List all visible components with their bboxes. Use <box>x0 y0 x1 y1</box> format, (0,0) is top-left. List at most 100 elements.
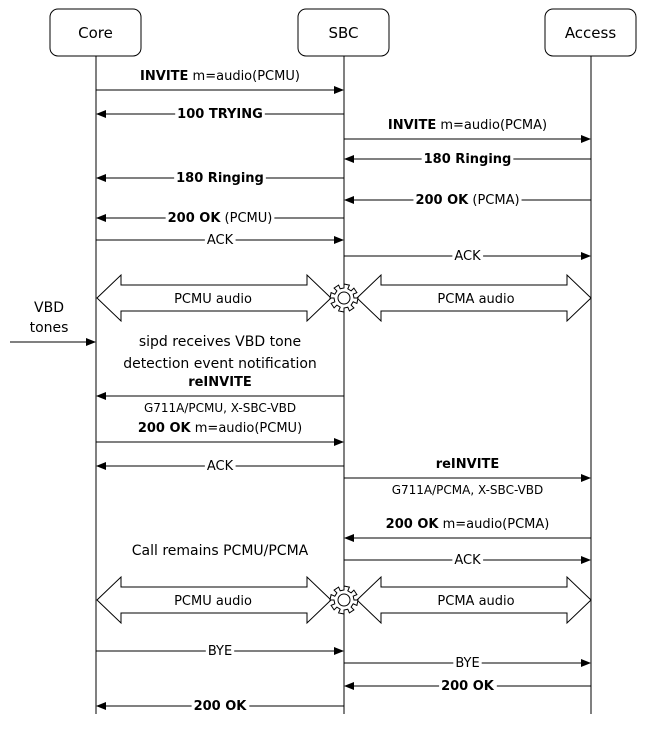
message-17: 200 OK <box>344 679 591 694</box>
message-label-text: ACK <box>454 553 481 568</box>
message-label-text: m=audio(PCMA) <box>438 517 549 532</box>
message-label: INVITE m=audio(PCMU) <box>140 69 300 84</box>
message-label: 200 OK m=audio(PCMA) <box>386 517 550 532</box>
media-right-label: PCMA audio <box>437 292 514 307</box>
message-11: ACK <box>96 459 344 474</box>
message-label-bold: 200 OK <box>194 699 248 714</box>
message-label-bold: reINVITE <box>188 375 252 390</box>
media-left-label: PCMU audio <box>174 594 252 609</box>
message-label: 200 OK (PCMA) <box>415 193 519 208</box>
message-label-bold: 200 OK <box>441 679 495 694</box>
message-label-bg <box>452 249 484 264</box>
message-label-bold: 100 TRYING <box>177 107 263 122</box>
message-label-bold: INVITE <box>140 69 188 84</box>
message-label: ACK <box>454 553 481 568</box>
message-label-bg <box>413 193 522 208</box>
message-label: 200 OK <box>194 699 248 714</box>
message-label-bold: 180 Ringing <box>424 152 512 167</box>
message-label-text: m=audio(PCMA) <box>436 118 547 133</box>
message-3: 180 Ringing <box>344 152 591 167</box>
note-vbd-detection: sipd receives VBD tone detection event n… <box>123 334 317 372</box>
message-10: 200 OK m=audio(PCMU) <box>96 421 344 446</box>
external-vbd-input: VBD tones <box>10 300 96 346</box>
message-label-bold: 200 OK <box>386 517 440 532</box>
message-5: 200 OK (PCMA) <box>344 193 591 208</box>
message-sublabel: G711A/PCMU, X-SBC-VBD <box>144 401 296 415</box>
message-label-bg <box>204 459 236 474</box>
entity-core: Core <box>49 8 142 57</box>
message-label: BYE <box>455 656 479 671</box>
message-label-bold: 200 OK <box>415 193 469 208</box>
entity-sbc: SBC <box>297 8 390 57</box>
message-label-bg <box>191 699 250 714</box>
entity-access: Access <box>544 8 637 57</box>
message-label-bg <box>205 644 235 659</box>
note-vbd-line1: sipd receives VBD tone <box>139 334 301 350</box>
message-label-text: ACK <box>454 249 481 264</box>
message-label-bold: 180 Ringing <box>176 171 264 186</box>
message-label-text: ACK <box>207 233 234 248</box>
message-8: ACK <box>344 249 591 264</box>
message-13: 200 OK m=audio(PCMA) <box>344 517 591 542</box>
message-label-bold: 200 OK <box>168 211 222 226</box>
entity-sbc-label: SBC <box>328 24 358 42</box>
message-label: reINVITE <box>436 457 500 472</box>
entity-access-label: Access <box>565 24 617 42</box>
message-label: 100 TRYING <box>177 107 263 122</box>
message-label: 180 Ringing <box>176 171 264 186</box>
message-1: 100 TRYING <box>96 107 344 122</box>
message-sublabel: G711A/PCMA, X-SBC-VBD <box>392 483 544 497</box>
message-label-bg <box>165 211 275 226</box>
media-right-label: PCMA audio <box>437 594 514 609</box>
message-18: 200 OK <box>96 699 344 714</box>
message-label-bold: 200 OK <box>138 421 192 436</box>
message-label-text: BYE <box>455 656 479 671</box>
message-label-bg <box>453 656 482 671</box>
vbd-label-line2: tones <box>30 320 69 336</box>
note-vbd-line2: detection event notification <box>123 356 317 372</box>
message-label-bg <box>452 553 484 568</box>
message-label: reINVITE <box>188 375 252 390</box>
gear-hub <box>337 593 351 607</box>
message-9: reINVITE G711A/PCMU, X-SBC-VBD <box>96 375 344 415</box>
message-label-bg <box>175 107 265 122</box>
message-label: 200 OK m=audio(PCMU) <box>138 421 302 436</box>
message-2: INVITE m=audio(PCMA) <box>344 118 591 143</box>
note-call-remains: Call remains PCMU/PCMA <box>132 543 309 559</box>
message-label: INVITE m=audio(PCMA) <box>388 118 547 133</box>
message-12: reINVITE G711A/PCMA, X-SBC-VBD <box>344 457 591 497</box>
message-label: ACK <box>207 233 234 248</box>
vbd-label-line1: VBD <box>34 300 64 316</box>
message-4: 180 Ringing <box>96 171 344 186</box>
message-label-text: m=audio(PCMU) <box>191 421 303 436</box>
gear-hub <box>337 291 351 305</box>
note-call-remains-line: Call remains PCMU/PCMA <box>132 543 309 559</box>
message-label-text: (PCMU) <box>220 211 272 226</box>
message-label: ACK <box>454 249 481 264</box>
message-label: 180 Ringing <box>424 152 512 167</box>
message-label-text: (PCMA) <box>468 193 519 208</box>
message-14: ACK <box>344 553 591 568</box>
message-label-bold: reINVITE <box>436 457 500 472</box>
message-label: 200 OK (PCMU) <box>168 211 273 226</box>
message-6: 200 OK (PCMU) <box>96 211 344 226</box>
message-label-text: ACK <box>207 459 234 474</box>
message-label-bg <box>204 233 236 248</box>
media-stream-1: PCMU audio PCMA audio <box>96 575 592 625</box>
message-label: 200 OK <box>441 679 495 694</box>
message-label: ACK <box>207 459 234 474</box>
media-arrow-right <box>356 273 592 323</box>
message-0: INVITE m=audio(PCMU) <box>96 69 344 94</box>
message-label-bg <box>439 679 497 694</box>
message-label-text: BYE <box>208 644 232 659</box>
message-label-text: m=audio(PCMU) <box>188 69 300 84</box>
media-arrow-right <box>356 575 592 625</box>
message-label-bold: INVITE <box>388 118 436 133</box>
message-15: BYE <box>96 644 344 659</box>
entity-core-label: Core <box>78 24 113 42</box>
message-7: ACK <box>96 233 344 248</box>
messages-group: INVITE m=audio(PCMU) 100 TRYING INVITE m=a… <box>96 69 591 714</box>
